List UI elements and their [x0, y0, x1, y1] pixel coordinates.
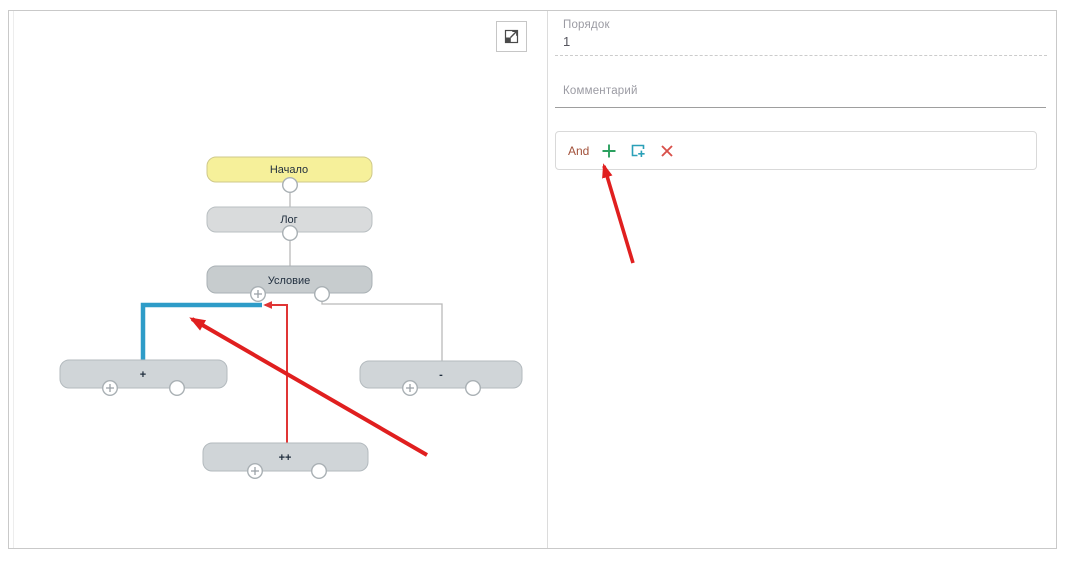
- node-start-label: Начало: [270, 164, 308, 176]
- node-log-label: Лог: [280, 214, 297, 226]
- comment-input[interactable]: [555, 89, 1046, 108]
- condition-group-box: And: [555, 131, 1037, 170]
- port-plus-out[interactable]: [168, 380, 185, 397]
- node-increment-label: ++: [279, 452, 292, 464]
- form-panel: Порядок Комментарий And: [548, 11, 1056, 548]
- annotation-arrow-diagram: [189, 317, 429, 457]
- node-increment[interactable]: ++: [202, 442, 369, 472]
- remove-condition-icon: [661, 144, 674, 157]
- add-condition-icon: [602, 144, 616, 157]
- diagram-inner-border: [13, 11, 14, 548]
- link-condition-minus[interactable]: [321, 301, 443, 361]
- add-group-icon: [632, 144, 645, 157]
- port-minus-out[interactable]: [465, 380, 482, 397]
- node-plus[interactable]: +: [59, 359, 228, 389]
- diagram-panel: Начало Лог Условие + - ++: [9, 11, 548, 548]
- order-divider: [555, 55, 1047, 56]
- editor-card: Начало Лог Условие + - ++: [8, 10, 1057, 549]
- flowchart-canvas[interactable]: Начало Лог Условие + - ++: [9, 11, 547, 547]
- order-input[interactable]: [563, 34, 1023, 49]
- link-condition-plus-selected[interactable]: [140, 302, 262, 360]
- port-increment-out[interactable]: [311, 463, 328, 480]
- node-minus-label: -: [439, 369, 443, 381]
- node-plus-label: +: [140, 369, 146, 381]
- node-condition-label: Условие: [268, 275, 311, 287]
- group-operator[interactable]: And: [568, 143, 590, 158]
- port-condition-out[interactable]: [314, 286, 331, 303]
- add-condition-button[interactable]: [600, 142, 618, 160]
- add-group-button[interactable]: [629, 142, 647, 160]
- node-condition[interactable]: Условие: [206, 265, 373, 294]
- remove-condition-button[interactable]: [658, 142, 676, 160]
- port-plus-glyphs: [106, 290, 414, 475]
- node-log[interactable]: Лог: [206, 206, 373, 233]
- node-minus[interactable]: -: [359, 360, 523, 389]
- expand-button[interactable]: [496, 21, 527, 52]
- port-start-out[interactable]: [282, 176, 299, 193]
- link-increment-condition[interactable]: [263, 301, 288, 443]
- order-label: Порядок: [563, 19, 610, 31]
- expand-icon: [504, 29, 519, 44]
- port-log-out[interactable]: [282, 224, 299, 241]
